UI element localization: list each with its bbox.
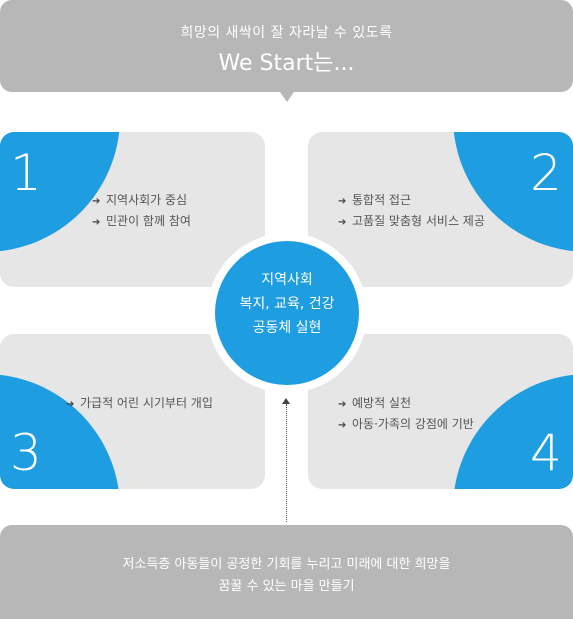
item-text: 예방적 실천 bbox=[352, 396, 412, 410]
center-line-3: 공동체 실현 bbox=[252, 320, 322, 336]
quadrant-4: 4 ➔ 예방적 실천 ➔ 아동·가족의 강점에 기반 bbox=[308, 334, 573, 489]
quadrant-number: 1 bbox=[10, 144, 42, 202]
quadrant-items: ➔ 가급적 어린 시기부터 개입 bbox=[66, 393, 213, 414]
item-text: 통합적 접근 bbox=[352, 193, 412, 207]
banner-pointer bbox=[280, 92, 294, 102]
arrow-right-icon: ➔ bbox=[92, 196, 101, 207]
header-banner: 희망의 새싹이 잘 자라날 수 있도록 We Start는... bbox=[0, 0, 573, 92]
quadrant-3: 3 ➔ 가급적 어린 시기부터 개입 bbox=[0, 334, 265, 489]
footer-line-2: 꿈꿀 수 있는 마을 만들기 bbox=[218, 579, 355, 594]
center-circle-inner: 지역사회 복지, 교육, 건강 공동체 실현 bbox=[215, 241, 359, 385]
arrow-right-icon: ➔ bbox=[338, 196, 347, 207]
quadrant-number: 2 bbox=[530, 144, 562, 202]
quadrant-2: 2 ➔ 통합적 접근 ➔ 고품질 맞춤형 서비스 제공 bbox=[308, 132, 573, 287]
quadrant-number: 4 bbox=[530, 424, 562, 482]
center-circle: 지역사회 복지, 교육, 건강 공동체 실현 bbox=[207, 233, 367, 393]
quadrant-items: ➔ 통합적 접근 ➔ 고품질 맞춤형 서비스 제공 bbox=[338, 190, 485, 232]
list-item: ➔ 민관이 함께 참여 bbox=[92, 211, 191, 232]
arrow-right-icon: ➔ bbox=[338, 217, 347, 228]
footer-banner: 저소득층 아동들이 공정한 기회를 누리고 미래에 대한 희망을 꿈꿀 수 있는… bbox=[0, 525, 573, 619]
quadrant-1: 1 ➔ 지역사회가 중심 ➔ 민관이 함께 참여 bbox=[0, 132, 265, 287]
list-item: ➔ 지역사회가 중심 bbox=[92, 190, 191, 211]
item-text: 고품질 맞춤형 서비스 제공 bbox=[352, 214, 485, 228]
arrow-right-icon: ➔ bbox=[338, 420, 347, 431]
arrow-right-icon: ➔ bbox=[92, 217, 101, 228]
list-item: ➔ 가급적 어린 시기부터 개입 bbox=[66, 393, 213, 414]
list-item: ➔ 고품질 맞춤형 서비스 제공 bbox=[338, 211, 485, 232]
arrow-up-icon bbox=[282, 398, 290, 404]
quadrant-items: ➔ 예방적 실천 ➔ 아동·가족의 강점에 기반 bbox=[338, 393, 474, 435]
list-item: ➔ 예방적 실천 bbox=[338, 393, 474, 414]
banner-title: We Start는... bbox=[218, 51, 355, 76]
center-line-1: 지역사회 bbox=[261, 272, 313, 288]
center-line-2: 복지, 교육, 건강 bbox=[239, 296, 335, 312]
quadrant-items: ➔ 지역사회가 중심 ➔ 민관이 함께 참여 bbox=[92, 190, 191, 232]
footer-line-1: 저소득층 아동들이 공정한 기회를 누리고 미래에 대한 희망을 bbox=[122, 557, 451, 572]
item-text: 지역사회가 중심 bbox=[106, 193, 188, 207]
banner-subtitle: 희망의 새싹이 잘 자라날 수 있도록 bbox=[180, 25, 393, 41]
list-item: ➔ 통합적 접근 bbox=[338, 190, 485, 211]
item-text: 가급적 어린 시기부터 개입 bbox=[80, 396, 213, 410]
item-text: 아동·가족의 강점에 기반 bbox=[352, 417, 474, 431]
arrow-right-icon: ➔ bbox=[66, 399, 75, 410]
quadrant-number: 3 bbox=[10, 424, 42, 482]
item-text: 민관이 함께 참여 bbox=[106, 214, 191, 228]
dotted-connector bbox=[286, 404, 287, 522]
list-item: ➔ 아동·가족의 강점에 기반 bbox=[338, 414, 474, 435]
arrow-right-icon: ➔ bbox=[338, 399, 347, 410]
